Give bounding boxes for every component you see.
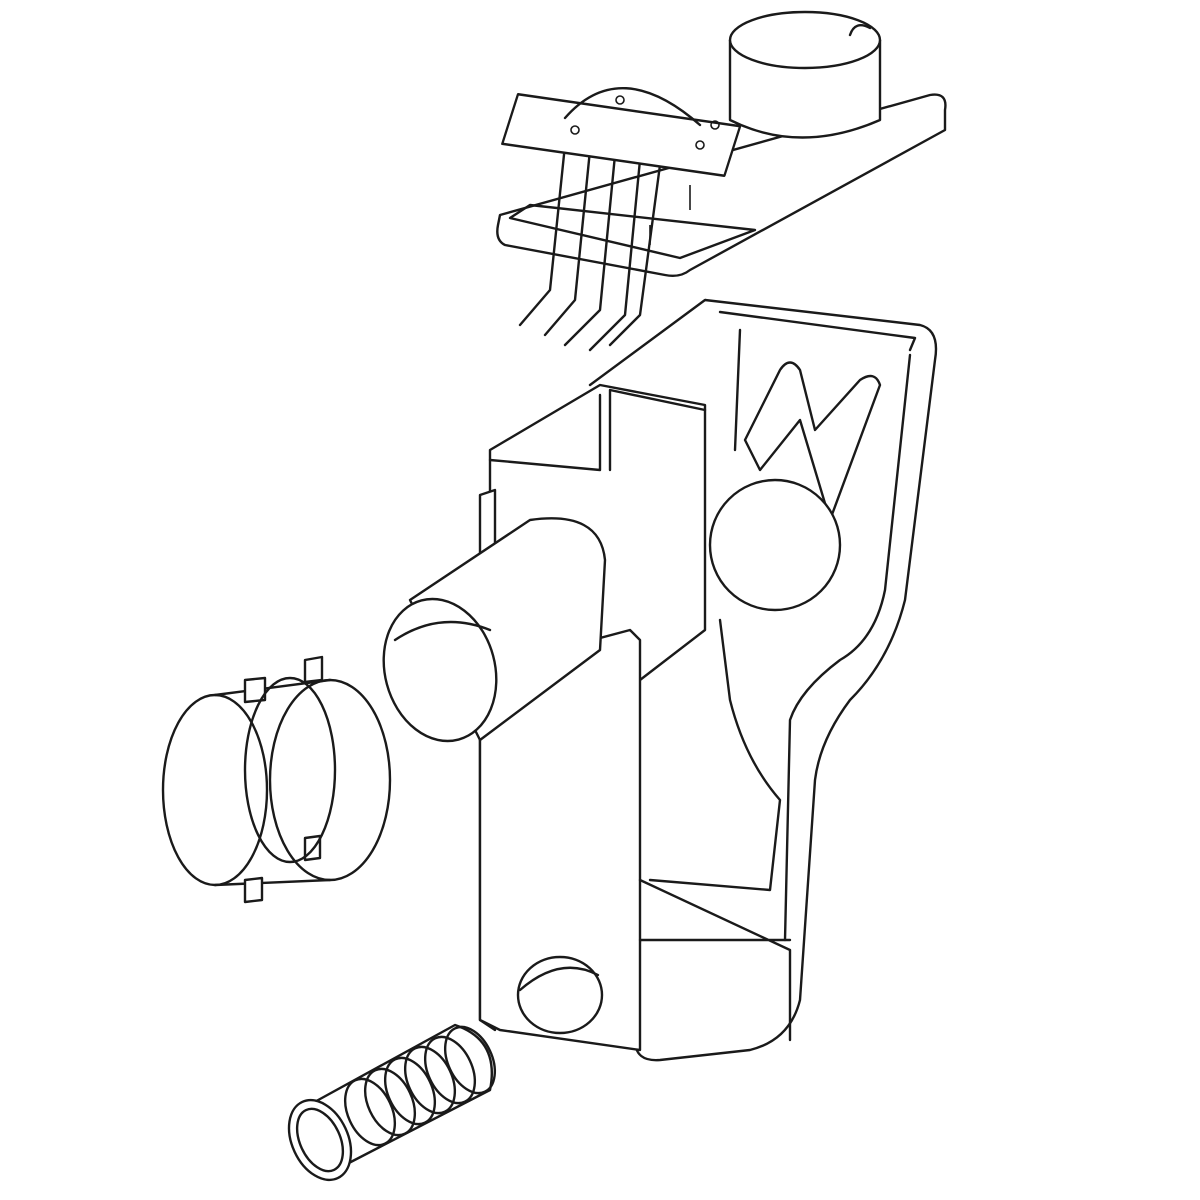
cover-plate [496,10,947,278]
heating-elements [501,87,742,352]
inlet-tube [382,517,607,743]
housing [478,298,938,1062]
clamp-ring [161,655,392,904]
corrugated-hose [287,1023,497,1182]
